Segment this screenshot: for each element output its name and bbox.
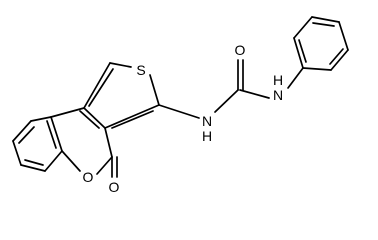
urea-oxygen-label: O [235,42,246,58]
bond-lines [12,16,349,178]
left-hydrogen-label: H [202,128,212,144]
sulfur-atom-label: S [136,62,145,78]
atom-labels: S O N H N H O O [83,42,284,195]
right-hydrogen-label: H [273,72,283,88]
lactone-oxygen-label: O [109,179,120,195]
right-nitrogen-label: N [273,87,283,103]
left-nitrogen-label: N [202,113,212,129]
ring-oxygen-label: O [83,169,94,185]
chemical-structure: S O N H N H O O [12,16,349,195]
